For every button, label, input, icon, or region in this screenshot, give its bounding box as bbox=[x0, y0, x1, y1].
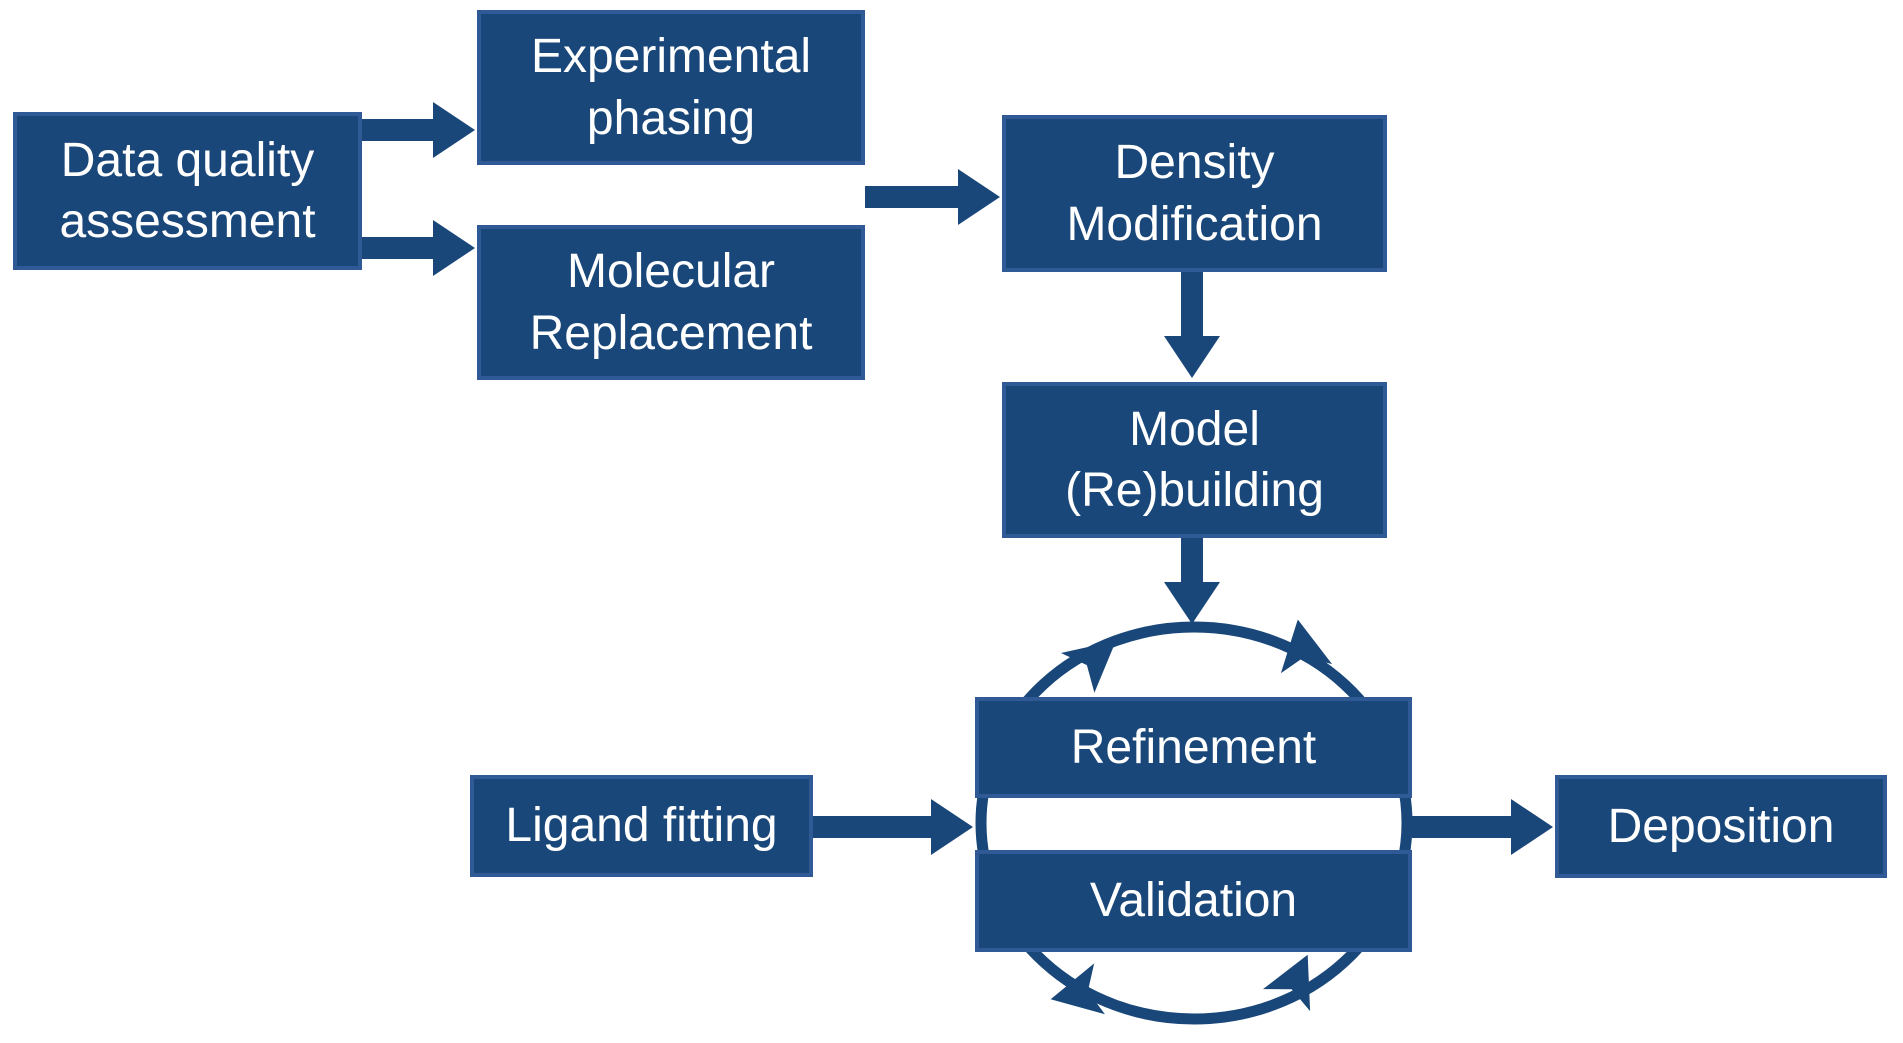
node-validation: Validation bbox=[975, 850, 1412, 952]
arrow-data-quality-to-experimental-phasing-icon bbox=[362, 102, 475, 158]
arrow-model-rebuilding-to-cycle-icon bbox=[1164, 538, 1220, 624]
cycle-arrowhead-top-left-icon bbox=[1060, 640, 1116, 693]
arrow-cycle-to-deposition-icon bbox=[1412, 799, 1553, 855]
cycle-arrowhead-bottom-left-icon bbox=[1050, 963, 1105, 1015]
node-label: Data quality assessment bbox=[59, 133, 316, 248]
cycle-arrowhead-top-right-icon bbox=[1280, 619, 1333, 674]
node-refinement: Refinement bbox=[975, 697, 1412, 798]
arrow-ligand-fitting-to-cycle-icon bbox=[813, 799, 973, 855]
arrow-data-quality-to-molecular-replacement-icon bbox=[362, 220, 475, 276]
node-molecular-replacement: Molecular Replacement bbox=[477, 225, 865, 380]
node-label: Deposition bbox=[1607, 799, 1835, 853]
node-data-quality-assessment: Data quality assessment bbox=[13, 112, 362, 270]
cycle-arrowhead-bottom-right-icon bbox=[1262, 954, 1311, 1012]
node-label: Experimental phasing bbox=[530, 30, 812, 145]
refinement-validation-cycle-ring bbox=[975, 621, 1413, 1025]
arrow-phasing-to-density-modification-icon bbox=[865, 169, 1000, 225]
node-label: Refinement bbox=[1070, 720, 1317, 774]
node-label: Density Modification bbox=[1066, 136, 1323, 251]
node-model-rebuilding: Model (Re)building bbox=[1002, 382, 1387, 538]
node-density-modification: Density Modification bbox=[1002, 115, 1387, 272]
node-label: Ligand fitting bbox=[505, 799, 778, 853]
arrow-density-modification-to-model-rebuilding-icon bbox=[1164, 272, 1220, 378]
node-label: Model (Re)building bbox=[1065, 402, 1324, 517]
node-deposition: Deposition bbox=[1555, 775, 1887, 878]
node-label: Validation bbox=[1089, 874, 1298, 928]
node-label: Molecular Replacement bbox=[529, 245, 813, 360]
node-ligand-fitting: Ligand fitting bbox=[470, 775, 813, 877]
node-experimental-phasing: Experimental phasing bbox=[477, 10, 865, 165]
